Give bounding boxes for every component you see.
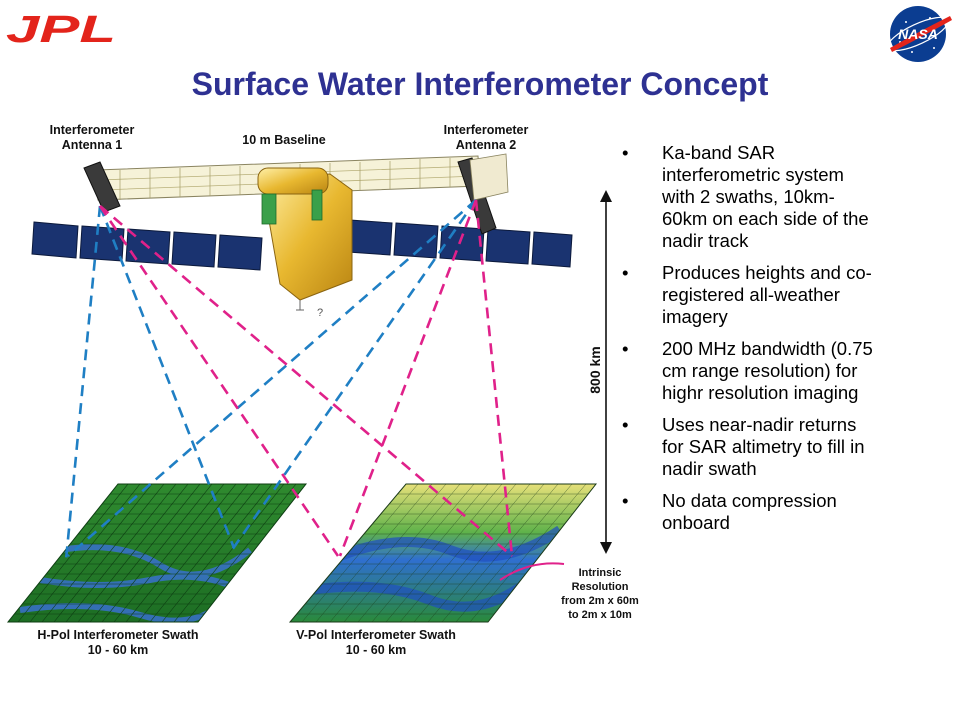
bullet-item: • 200 MHz bandwidth (0.75 cm range resol… [622,338,873,403]
radar-beams [64,199,514,561]
hpol-swath [6,483,308,623]
nasa-logo-text: NASA [898,26,938,42]
antenna-1 [83,161,121,213]
vpol-label-line1: V-Pol Interferometer Swath [296,628,456,642]
bullet-marker: • [622,338,629,359]
page-title: Surface Water Interferometer Concept [191,66,769,102]
hpol-label-line2: 10 - 60 km [88,643,148,657]
antenna-2-label-line2: Antenna 2 [456,138,516,152]
bullet-item: • Produces heights and co- registered al… [622,262,872,327]
bullet-marker: • [622,262,629,283]
altitude-label: 800 km [587,346,603,393]
spacecraft-bus: ? [257,167,353,319]
altitude-arrow: 800 km [587,190,612,554]
bullet-marker: • [622,414,629,435]
nasa-logo: NASA [887,6,952,62]
vpol-label-line2: 10 - 60 km [346,643,406,657]
resolution-pointer [499,562,565,581]
baseline-label: 10 m Baseline [242,133,325,147]
antenna-2-label-line1: Interferometer [444,123,529,137]
bullet-marker: • [622,490,629,511]
resolution-label-line2: Resolution [572,581,629,593]
resolution-label-line1: Intrinsic [579,567,622,579]
interferometer-diagram: ? 800 km Interferometer Antenna 1 10 m B… [6,123,639,657]
vpol-swath [288,483,598,623]
jpl-logo: JPL [6,9,116,48]
hpol-label-line1: H-Pol Interferometer Swath [37,628,198,642]
svg-text:?: ? [317,307,323,319]
resolution-label-line3: from 2m x 60m [561,595,639,607]
resolution-label-line4: to 2m x 10m [568,609,632,621]
concept-bullet-list: • Ka-band SAR interferometric system wit… [622,142,942,544]
bullet-item: • Ka-band SAR interferometric system wit… [622,142,869,251]
antenna-1-label-line1: Interferometer [50,123,135,137]
bullet-item: • No data compression onboard [622,490,837,533]
bullet-item: • Uses near-nadir returns for SAR altime… [622,414,865,479]
bullet-marker: • [622,142,629,163]
antenna-1-label-line2: Antenna 1 [62,138,122,152]
jpl-logo-text: JPL [6,9,116,48]
